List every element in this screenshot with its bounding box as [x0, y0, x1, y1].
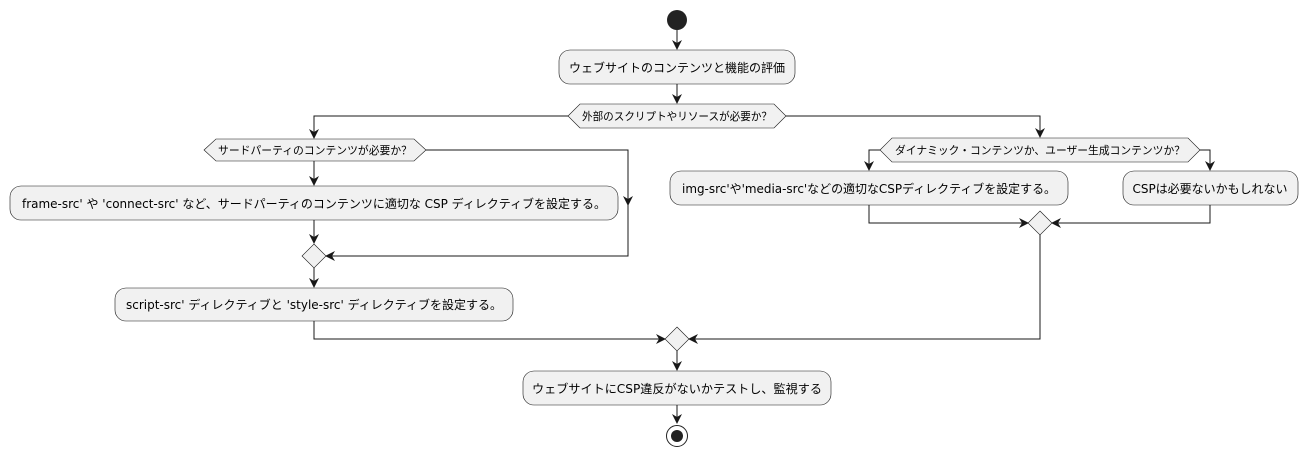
- activity-script-src-box: [114, 287, 514, 322]
- end-node-ring: [666, 425, 688, 447]
- activity-test-label: ウェブサイトにCSP違反がないかテストし、監視する: [532, 381, 822, 396]
- decision-external-shape: [567, 103, 787, 129]
- edge-thirdparty-skip: [426, 149, 633, 206]
- edge-thirdparty-skip-join: [325, 205, 629, 261]
- activity-script-src-label: script-src' ディレクティブと 'style-src' ディレクティブ…: [126, 297, 502, 312]
- edge-external-right: [786, 115, 1045, 138]
- decision-third-party-label: サードパーティのコンテンツが必要か？: [218, 143, 412, 157]
- activity-img-src: img-src'や'media-src'などの適切なCSPディレクティブを設定す…: [669, 170, 1069, 206]
- decision-dynamic: ダイナミック・コンテンツか、ユーザー生成コンテンツか？: [879, 137, 1201, 163]
- activity-script-src: script-src' ディレクティブと 'style-src' ディレクティブ…: [114, 287, 514, 322]
- edge-img-merge: [868, 205, 1029, 228]
- merge-dynamic: [1027, 210, 1053, 236]
- activity-evaluate-label: ウェブサイトのコンテンツと機能の評価: [569, 60, 785, 75]
- edge-dynamic-img: [864, 149, 880, 171]
- end-node-dot: [671, 430, 683, 442]
- edge-dynamic-nocsp: [1200, 149, 1215, 171]
- activity-test: ウェブサイトにCSP違反がないかテストし、監視する: [522, 370, 832, 406]
- merge-final: [664, 326, 690, 352]
- decision-third-party: サードパーティのコンテンツが必要か？: [203, 138, 427, 162]
- activity-frame-src-box: [9, 185, 619, 221]
- activity-frame-src: frame-src' や 'connect-src' など、サードパーティのコン…: [9, 185, 619, 221]
- edge-script-finalmerge: [313, 321, 666, 344]
- activity-img-src-box: [669, 170, 1069, 206]
- merge-third-party: [301, 243, 327, 269]
- start-node: [667, 10, 687, 30]
- decision-dynamic-label: ダイナミック・コンテンツか、ユーザー生成コンテンツか？: [895, 143, 1185, 157]
- end-node: [666, 425, 688, 447]
- decision-external-label: 外部のスクリプトやリソースが必要か？: [582, 109, 772, 123]
- edge-nocsp-merge: [1051, 205, 1211, 228]
- activity-no-csp-label: CSPは必要ないかもしれない: [1133, 182, 1288, 196]
- activity-evaluate: ウェブサイトのコンテンツと機能の評価: [558, 49, 796, 85]
- edge-external-left: [309, 115, 568, 139]
- activity-no-csp-box: [1122, 170, 1299, 206]
- decision-dynamic-shape: [879, 137, 1201, 163]
- activity-evaluate-box: [558, 49, 796, 85]
- edges: [309, 30, 1215, 424]
- edge-rightmerge-finalmerge: [688, 235, 1041, 344]
- activity-test-box: [522, 370, 832, 406]
- activity-no-csp: CSPは必要ないかもしれない: [1122, 170, 1299, 206]
- decision-third-party-shape: [203, 138, 427, 162]
- decision-external: 外部のスクリプトやリソースが必要か？: [567, 103, 787, 129]
- activity-frame-src-label: frame-src' や 'connect-src' など、サードパーティのコン…: [22, 196, 606, 211]
- activity-img-src-label: img-src'や'media-src'などの適切なCSPディレクティブを設定す…: [682, 181, 1056, 196]
